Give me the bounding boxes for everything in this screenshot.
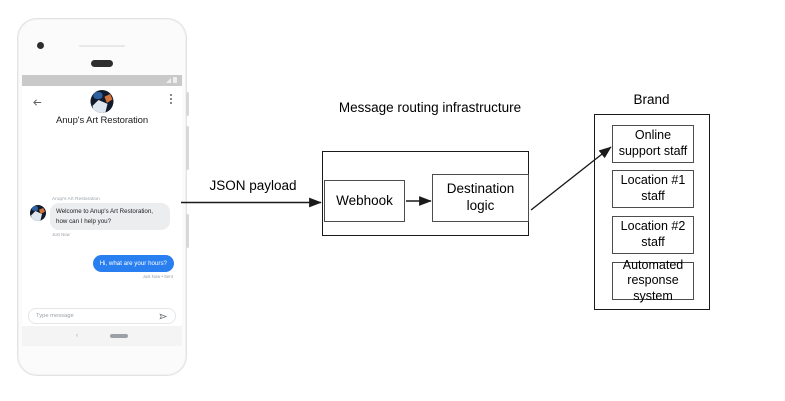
brand-item-automated-response-system[interactable]: Automated response system xyxy=(612,258,694,303)
outgoing-message-timestamp: Just Now • Sent xyxy=(142,274,173,280)
brand-item-online-support-staff[interactable]: Online support staff xyxy=(612,125,694,163)
signal-icon xyxy=(166,78,171,83)
status-bar-icons xyxy=(166,77,177,83)
brand-avatar-icon xyxy=(90,90,114,113)
message-composer[interactable]: Type message xyxy=(28,308,176,324)
brand-title: Brand xyxy=(633,92,670,107)
brand-item-location-2-staff[interactable]: Location #2 staff xyxy=(612,216,694,254)
speaker-grill xyxy=(79,45,125,47)
incoming-message: Anup's Art Restoration Welcome to Anup's… xyxy=(30,196,172,237)
chat-message-area: Anup's Art Restoration Welcome to Anup's… xyxy=(22,138,182,324)
earpiece xyxy=(91,60,113,67)
destination-logic-box[interactable]: Destination logic xyxy=(432,174,529,222)
phone-power-button[interactable] xyxy=(186,214,189,248)
nav-back-icon[interactable]: ‹ xyxy=(76,333,78,339)
incoming-message-sender: Anup's Art Restoration xyxy=(52,196,100,201)
outgoing-message-bubble: Hi, what are your hours? xyxy=(92,255,174,273)
send-icon[interactable] xyxy=(159,312,168,321)
home-indicator[interactable] xyxy=(110,334,128,338)
front-camera-icon xyxy=(37,42,44,49)
phone-mockup: Anup's Art Restoration Anup's Art Restor… xyxy=(17,18,189,376)
android-nav-bar: ‹ xyxy=(22,326,182,346)
back-arrow-icon[interactable] xyxy=(32,95,43,106)
phone-volume-button[interactable] xyxy=(186,126,189,170)
incoming-message-timestamp: Just Now xyxy=(52,232,70,238)
outgoing-message: Hi, what are your hours? Just Now • Sent xyxy=(92,252,174,280)
webhook-box[interactable]: Webhook xyxy=(324,180,405,222)
chat-brand-title: Anup's Art Restoration xyxy=(55,115,149,126)
phone-screen: Anup's Art Restoration Anup's Art Restor… xyxy=(22,75,182,346)
routing-infrastructure-title: Message routing infrastructure xyxy=(338,100,522,115)
brand-item-location-1-staff[interactable]: Location #1 staff xyxy=(612,170,694,208)
chat-app-header: Anup's Art Restoration xyxy=(22,86,182,138)
incoming-message-bubble: Welcome to Anup's Art Restoration, how c… xyxy=(50,203,170,231)
phone-side-button[interactable] xyxy=(186,92,189,116)
overflow-menu-icon[interactable] xyxy=(170,94,172,104)
message-input[interactable]: Type message xyxy=(36,313,74,319)
status-bar xyxy=(22,75,182,86)
json-payload-label: JSON payload xyxy=(209,178,297,193)
battery-icon xyxy=(173,77,177,83)
incoming-message-avatar xyxy=(30,205,46,221)
